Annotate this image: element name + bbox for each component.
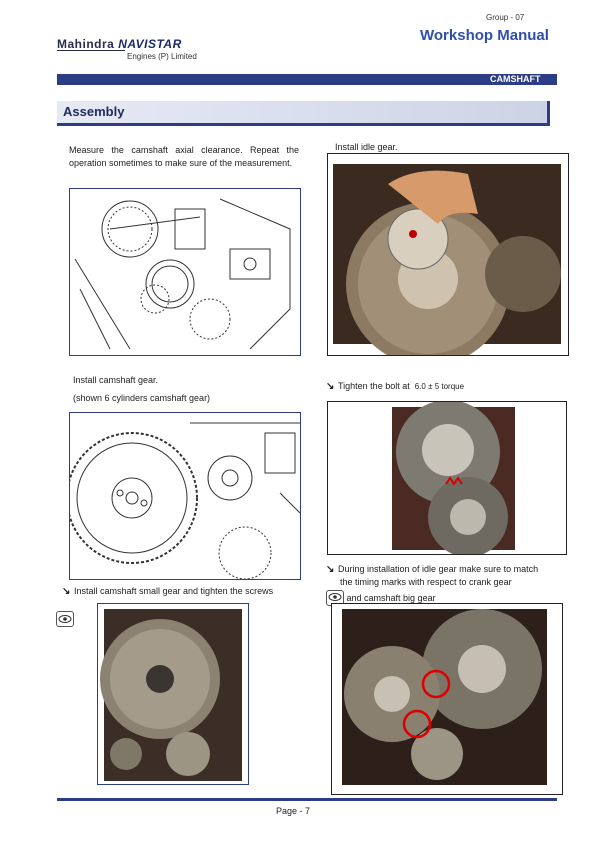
idle-gear-photo xyxy=(333,164,561,355)
small-gear-label: Install camshaft small gear and tighten … xyxy=(74,586,274,596)
measure-instruction: Measure the camshaft axial clearance. Re… xyxy=(69,145,299,168)
footer-rule xyxy=(57,798,557,801)
dial-gauge-illustration xyxy=(74,198,291,350)
wrench-icon: ↘ xyxy=(326,564,335,575)
wrench-icon: ↘ xyxy=(326,381,335,392)
timing-instruction: ↘During installation of idle gear make s… xyxy=(326,563,566,606)
idle-gear-photo-frame xyxy=(327,153,569,356)
dial-gauge-drawing xyxy=(69,188,301,356)
cam-gear-illustration xyxy=(70,422,300,579)
page-number: Page - 7 xyxy=(276,806,311,816)
eye-icon xyxy=(56,611,74,627)
torque-photo xyxy=(392,402,515,554)
logo-brand: Mahindra xyxy=(57,37,115,51)
timing-photo xyxy=(342,609,547,785)
timing-line-1: During installation of idle gear make su… xyxy=(338,564,539,574)
company-logo: Mahindra NAVISTAR Engines (P) Limited xyxy=(57,37,197,61)
section-header: Assembly xyxy=(57,101,550,126)
tighten-instruction: ↘Tighten the bolt at 6.0 ± 5 torque xyxy=(326,380,464,393)
timing-line-2: the timing marks with respect to crank g… xyxy=(340,577,512,587)
section-title: Assembly xyxy=(63,104,125,119)
group-number: Group - 07 xyxy=(486,13,525,22)
banner-label: CAMSHAFT xyxy=(490,74,541,84)
wrench-icon: ↘ xyxy=(62,586,71,597)
logo-underline xyxy=(57,50,125,51)
logo-partner: NAVISTAR xyxy=(118,37,182,51)
cam-gear-drawing xyxy=(69,412,301,580)
small-gear-instruction: ↘Install camshaft small gear and tighten… xyxy=(62,585,273,598)
section-banner xyxy=(57,74,557,85)
timing-photo-frame xyxy=(331,603,563,795)
timing-line-3: and camshaft big gear xyxy=(346,593,436,603)
cam-gear-note: (shown 6 cylinders camshaft gear) xyxy=(73,393,211,403)
torque-value: 6.0 ± 5 torque xyxy=(414,382,465,391)
cam-gear-instruction: Install camshaft gear. xyxy=(73,375,159,385)
torque-photo-frame xyxy=(327,401,567,555)
manual-title: Workshop Manual xyxy=(420,27,549,44)
idle-gear-instruction: Install idle gear. xyxy=(335,142,398,152)
tighten-label: Tighten the bolt at xyxy=(338,381,410,391)
small-gear-photo xyxy=(100,609,242,781)
logo-subtitle: Engines (P) Limited xyxy=(127,52,197,61)
small-gear-photo-frame xyxy=(97,603,249,785)
